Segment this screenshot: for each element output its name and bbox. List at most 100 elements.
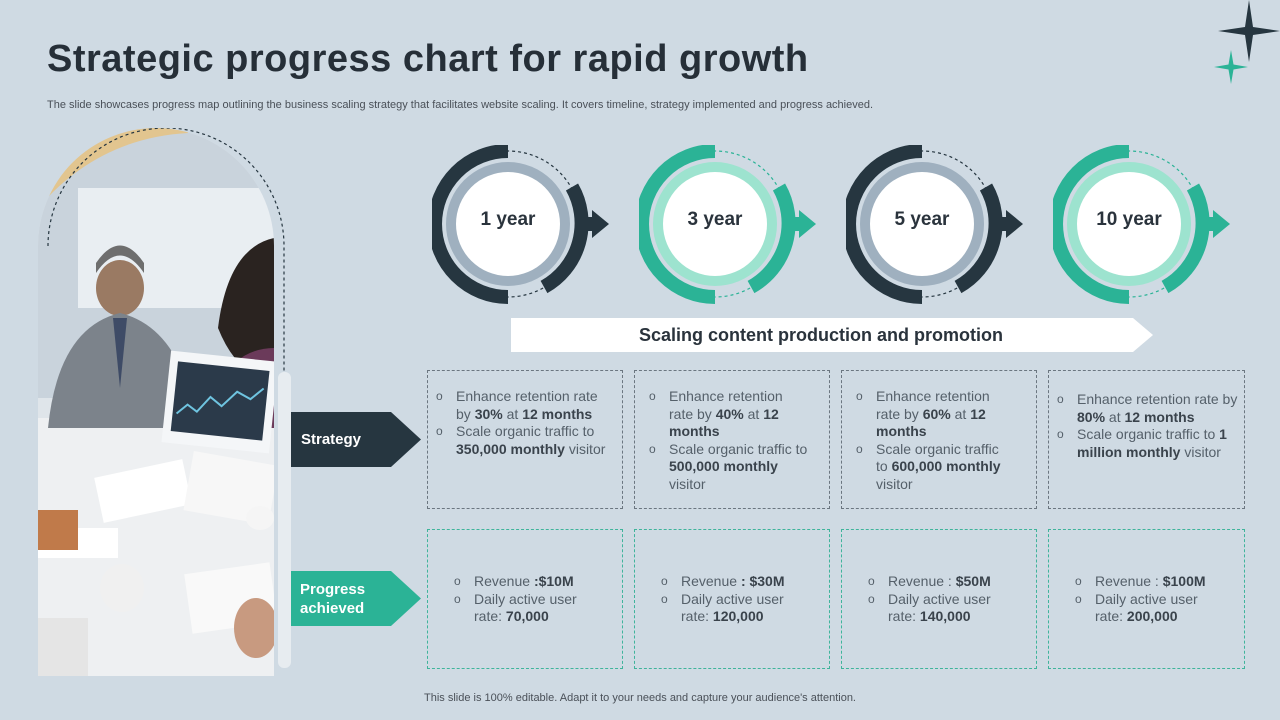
bullet-marker: o bbox=[454, 574, 461, 588]
bullet-item: o Enhance retention rate by 60% at 12 mon… bbox=[856, 388, 1014, 441]
timeline-label: 1 year bbox=[480, 209, 536, 230]
bullet-text: 600,000 monthly bbox=[891, 458, 1001, 474]
bullet-item: o Daily active user rate: 200,000 bbox=[1075, 591, 1214, 626]
bullet-text: 140,000 bbox=[919, 608, 971, 624]
bullet-text: Scale organic traffic to bbox=[669, 440, 808, 457]
bullet-marker: o bbox=[1057, 392, 1064, 406]
timeline-step-3: 5 year bbox=[846, 145, 1046, 305]
banner-arrow: Scaling content production and promotion bbox=[511, 318, 1153, 352]
bullet-marker: o bbox=[856, 389, 863, 403]
bullet-item: o Daily active user rate: 120,000 bbox=[661, 591, 799, 626]
bullet-text: Revenue bbox=[681, 573, 741, 589]
bullet-marker: o bbox=[454, 591, 461, 606]
bullet-text: 120,000 bbox=[712, 608, 764, 624]
bullet-text: Scale organic traffic to bbox=[1077, 426, 1220, 442]
cycle-ring-icon bbox=[639, 145, 816, 304]
bullet-text: at bbox=[1105, 408, 1125, 425]
bullet-marker: o bbox=[661, 574, 668, 588]
bullet-text: at bbox=[502, 405, 523, 422]
bullet-text: Scale organic traffic to bbox=[876, 440, 999, 475]
bullet-marker: o bbox=[868, 574, 875, 588]
bullet-text: 80% bbox=[1077, 408, 1106, 425]
bullet-text: 12 months bbox=[1124, 408, 1195, 425]
timeline-step-1: 1 year bbox=[432, 145, 632, 305]
bullet-text: Enhance retention rate by bbox=[1077, 391, 1238, 407]
bullet-text: visitor bbox=[564, 440, 606, 457]
bullet-text: Daily active user rate: bbox=[1095, 590, 1198, 625]
bullet-text: 350,000 monthly bbox=[456, 440, 565, 457]
meeting-photo bbox=[38, 128, 274, 676]
bullet-text: Enhance retention rate by bbox=[876, 388, 990, 422]
strategy-row-label: Strategy bbox=[291, 412, 421, 467]
bullet-item: o Enhance retention rate by 30% at 12 mon… bbox=[436, 388, 614, 423]
small-sparkle-star-icon bbox=[1214, 50, 1248, 84]
page-title: Strategic progress chart for rapid growt… bbox=[47, 38, 809, 80]
bullet-marker: o bbox=[868, 591, 875, 606]
footer-note: This slide is 100% editable. Adapt it to… bbox=[424, 692, 856, 704]
bullet-text: Daily active user rate: bbox=[474, 590, 577, 625]
progress-box: o Revenue : $30M o Daily active user rate: … bbox=[634, 529, 830, 669]
bullet-text: :$10M bbox=[533, 573, 574, 589]
banner-text: Scaling content production and promotion bbox=[639, 325, 1003, 345]
bullet-text: Daily active user rate: bbox=[888, 590, 991, 625]
cycle-ring-icon bbox=[1053, 145, 1230, 304]
timeline-label: 3 year bbox=[687, 209, 743, 230]
bullet-text: 500,000 monthly bbox=[669, 458, 778, 474]
bullet-text: visitor bbox=[1180, 443, 1221, 460]
bullet-text: Enhance retention rate by bbox=[456, 388, 598, 422]
bullet-item: o Revenue : $50M bbox=[868, 573, 1006, 591]
bullet-text: Revenue : bbox=[1095, 573, 1163, 589]
cycle-ring-icon bbox=[432, 145, 609, 304]
bullet-text: 12 months bbox=[522, 405, 593, 422]
page-subtitle: The slide showcases progress map outlini… bbox=[47, 99, 874, 111]
bullet-text: 12 months bbox=[876, 405, 986, 440]
bullet-text: at bbox=[950, 405, 971, 422]
strategy-label: Strategy bbox=[301, 431, 362, 448]
timeline-label: 10 year bbox=[1096, 209, 1162, 230]
timeline-step-2: 3 year bbox=[639, 145, 839, 305]
bullet-item: o Daily active user rate: 70,000 bbox=[454, 591, 592, 626]
strategy-box: o Enhance retention rate by 30% at 12 mon… bbox=[427, 370, 623, 509]
bullet-text: 30% bbox=[474, 405, 503, 422]
bullet-item: o Scale organic traffic to 600,000 monthl… bbox=[856, 441, 1014, 494]
strategy-box: o Enhance retention rate by 80% at 12 mon… bbox=[1048, 370, 1245, 509]
bullet-text: 1 million monthly bbox=[1077, 426, 1227, 460]
bullet-text: $50M bbox=[955, 573, 991, 589]
timeline-step-4: 10 year bbox=[1053, 145, 1253, 305]
progress-row-label: Progress achieved bbox=[291, 571, 421, 626]
bullet-text: 12 months bbox=[669, 405, 779, 440]
progress-label-line-2: achieved bbox=[300, 600, 365, 617]
bullet-item: o Scale organic traffic to 1 million mont… bbox=[1057, 426, 1238, 461]
bullet-marker: o bbox=[436, 389, 443, 403]
bullet-marker: o bbox=[856, 441, 863, 456]
cycle-ring-icon bbox=[846, 145, 1023, 304]
bullet-text: Enhance retention rate by bbox=[669, 388, 783, 422]
bullet-text: 200,000 bbox=[1126, 608, 1178, 624]
bullet-text: Daily active user rate: bbox=[681, 590, 784, 625]
sparkle-star-icon bbox=[1218, 0, 1280, 62]
bullet-marker: o bbox=[1075, 591, 1082, 606]
bullet-text: $100M bbox=[1162, 573, 1206, 589]
bullet-text: 70,000 bbox=[505, 608, 549, 624]
progress-label: Progress achieved bbox=[300, 580, 365, 618]
bullet-item: o Enhance retention rate by 80% at 12 mon… bbox=[1057, 391, 1238, 426]
bullet-item: o Daily active user rate: 140,000 bbox=[868, 591, 1006, 626]
vertical-divider-bar bbox=[278, 372, 291, 668]
bullet-text: : $30M bbox=[740, 573, 785, 589]
photo-arch-outline bbox=[47, 128, 285, 386]
bullet-item: o Scale organic traffic to 500,000 monthl… bbox=[649, 441, 809, 494]
strategy-box: o Enhance retention rate by 60% at 12 mon… bbox=[841, 370, 1037, 509]
bullet-text: Revenue bbox=[474, 573, 534, 589]
bullet-marker: o bbox=[661, 591, 668, 606]
bullet-text: 60% bbox=[922, 405, 951, 422]
bullet-text: Revenue : bbox=[888, 573, 956, 589]
bullet-marker: o bbox=[1057, 427, 1064, 441]
bullet-marker: o bbox=[649, 441, 656, 456]
